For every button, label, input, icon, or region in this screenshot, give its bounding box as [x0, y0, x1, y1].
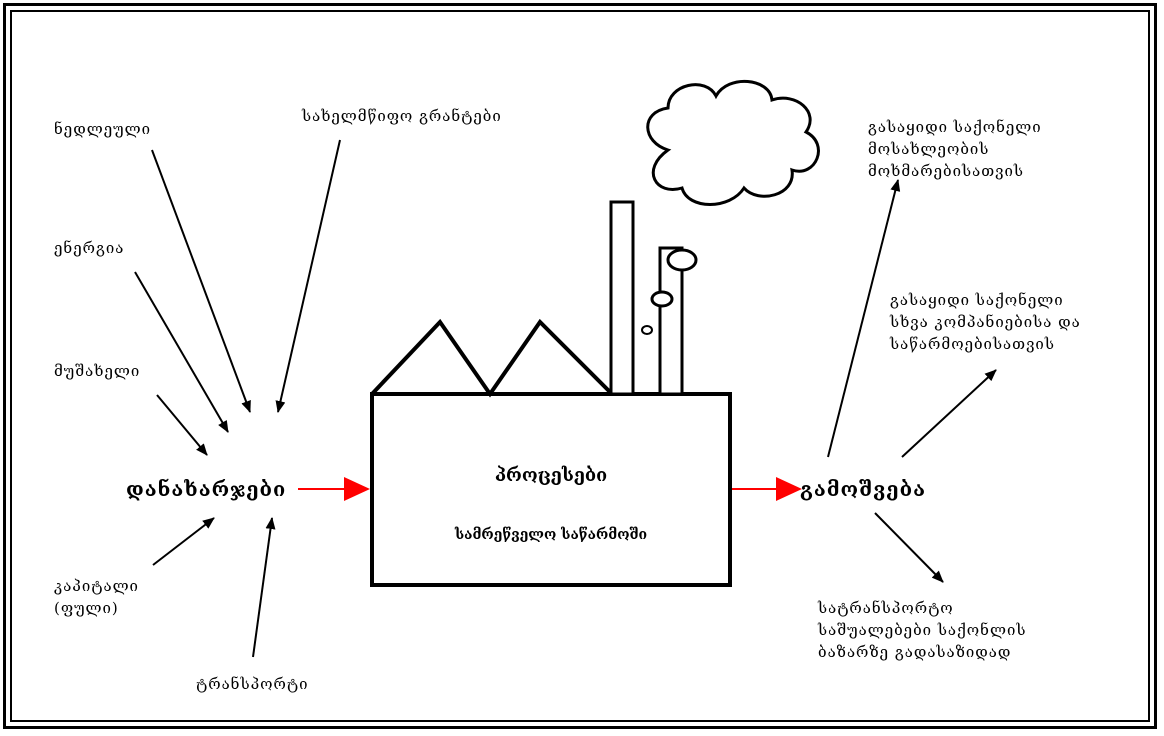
label-raw-materials: ნედლეული: [54, 120, 151, 138]
arrow-transport: [252, 517, 276, 658]
costs-label: დანახარჯები: [126, 477, 287, 501]
factory-title: პროცესები: [494, 465, 608, 486]
smoke-puff-large: [666, 248, 698, 272]
arrow-state-grants: [275, 139, 341, 413]
factory-building: [370, 200, 732, 587]
inner-frame: [10, 10, 1150, 722]
label-transport: ტრანსპორტი: [196, 675, 309, 693]
label-consumer-goods: გასაყიდი საქონელი მოსახლეობის მოხმარების…: [868, 118, 1042, 180]
label-transport-means: სატრანსპორტო საშუალებები საქონლის ბაზარზ…: [818, 599, 1027, 661]
arrow-capital: [152, 517, 215, 566]
arrow-raw-materials: [151, 149, 251, 413]
arrow-energy: [134, 271, 229, 433]
flow-arrowhead-out: [776, 477, 802, 501]
arrow-consumer-goods: [827, 179, 901, 458]
label-business-goods: გასაყიდი საქონელი სხვა კომპანიებისა და ს…: [890, 291, 1081, 353]
label-capital: კაპიტალი (ფული): [54, 577, 139, 617]
smoke-puff-medium: [650, 290, 674, 308]
arrow-labor: [156, 394, 208, 456]
label-energy: ენერგია: [54, 239, 125, 257]
label-labor: მუშახელი: [54, 362, 141, 380]
outer-frame: [3, 3, 1157, 729]
arrow-transport-means: [874, 512, 944, 583]
smoke-puff-small: [641, 325, 653, 335]
factory-subtitle: სამრეწველო საწარმოში: [454, 527, 648, 543]
output-label: გამოშვება: [800, 477, 926, 501]
smoke-cloud: [646, 80, 820, 206]
label-state-grants: სახელმწიფო გრანტები: [302, 107, 502, 125]
flow-arrowhead-in: [344, 477, 370, 501]
arrow-business-goods: [901, 369, 997, 458]
